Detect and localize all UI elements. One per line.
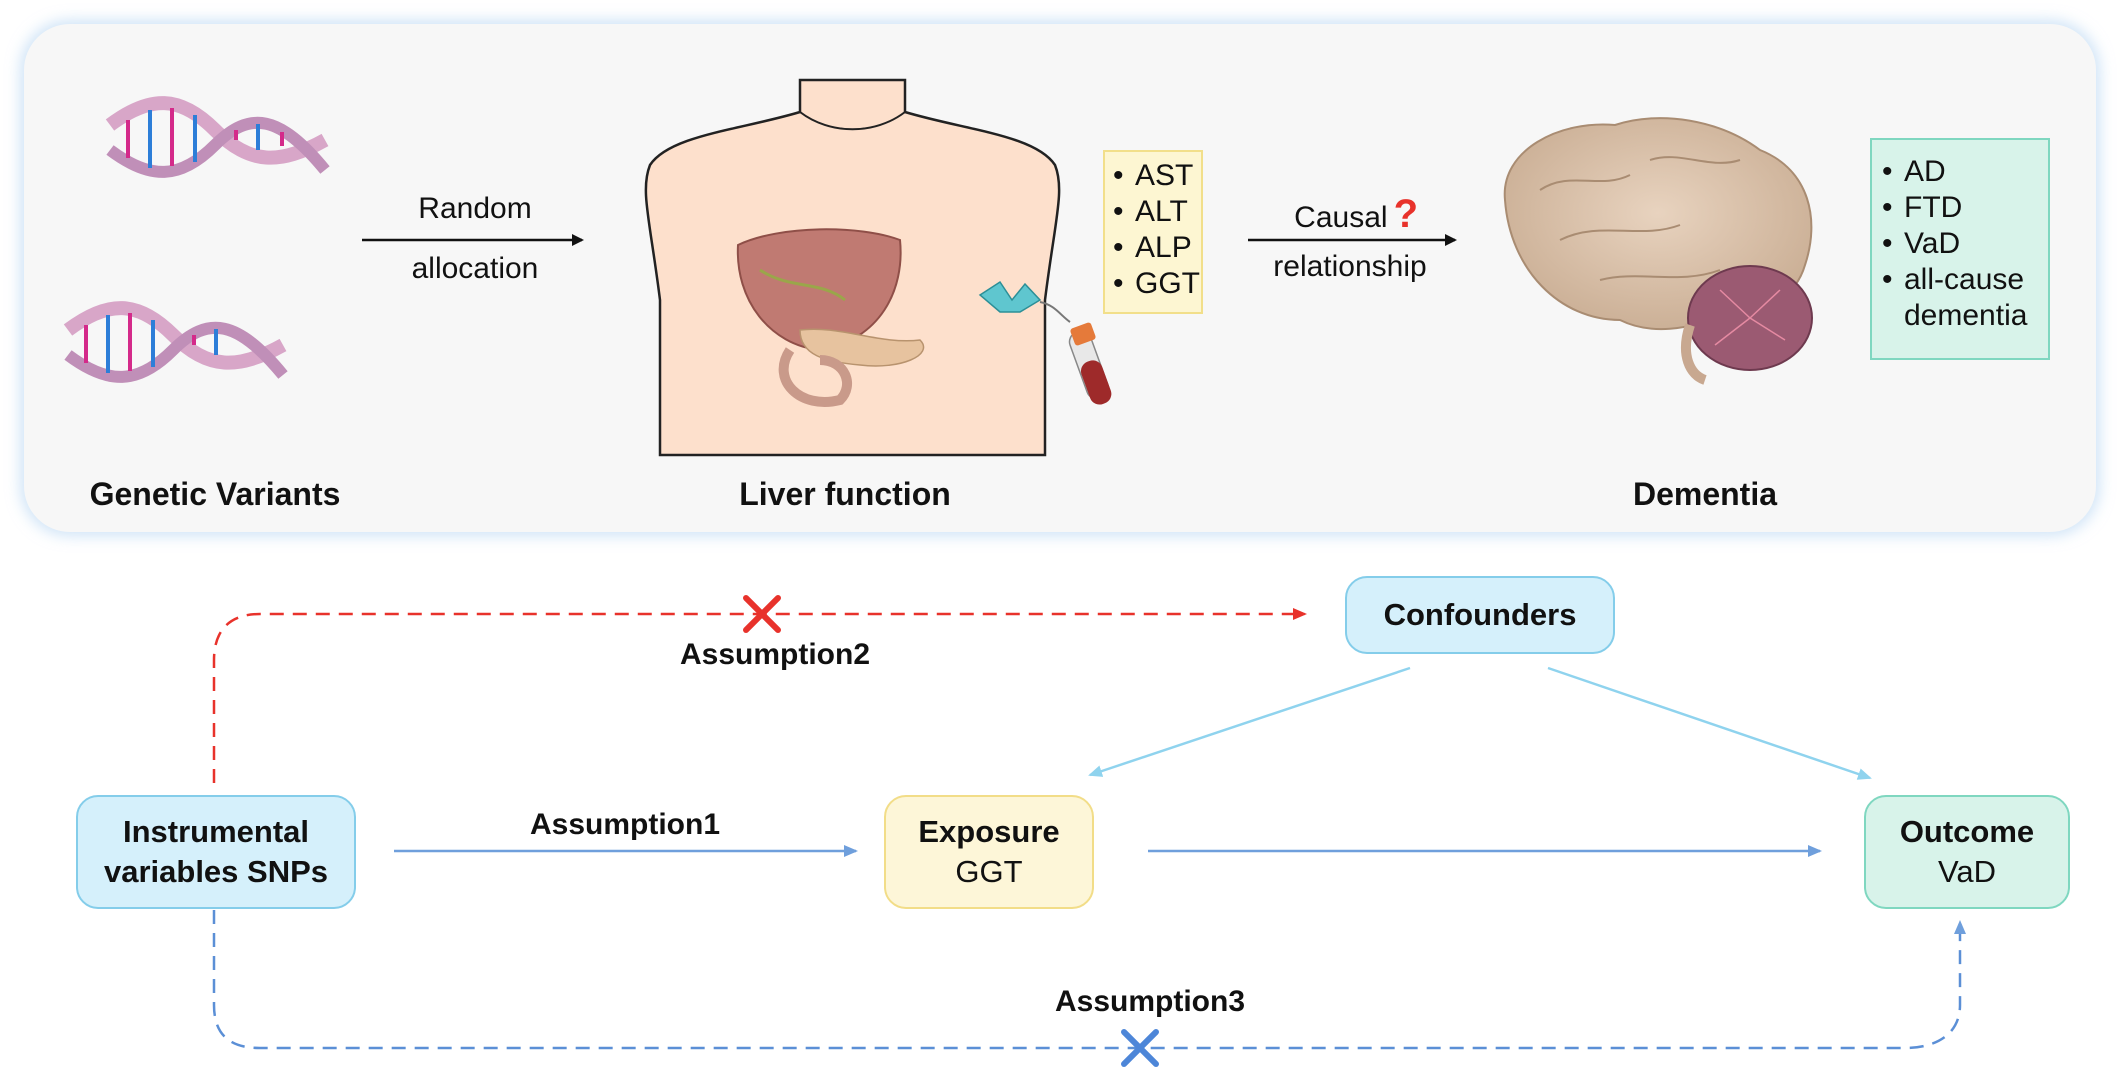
- assumption2-path: [212, 608, 1307, 783]
- dna-icon: [105, 96, 330, 178]
- assumption3-path: [212, 910, 1966, 1050]
- allocation-label: allocation: [411, 252, 539, 285]
- liver-marker-item: ALP: [1109, 230, 1201, 266]
- dementia-label: Dementia: [1632, 476, 1778, 512]
- outcome-box: Outcome VaD: [1864, 795, 2070, 909]
- causal-label: Causal?: [1294, 192, 1418, 236]
- assumption1-label: Assumption1: [529, 808, 721, 841]
- confounders-label: Confounders: [1383, 597, 1577, 632]
- dna-icon: [63, 301, 288, 383]
- confounder-outcome-arrow: [1547, 666, 1872, 780]
- instrument-line2: variables SNPs: [103, 854, 329, 889]
- instrument-box: Instrumental variables SNPs: [76, 795, 356, 909]
- liver-function-label: Liver function: [739, 476, 951, 512]
- dementia-types-box: ADFTDVaDall-cause dementia: [1870, 138, 2050, 360]
- outcome-value: VaD: [1937, 854, 1996, 889]
- assumption2-label: Assumption2: [679, 638, 871, 671]
- dementia-type-item: AD: [1878, 154, 2048, 190]
- dementia-type-item: FTD: [1878, 190, 2048, 226]
- assumption3-label: Assumption3: [1054, 985, 1246, 1018]
- exposure-value: GGT: [955, 854, 1023, 889]
- red-cross-icon: [743, 595, 781, 633]
- dementia-type-item: VaD: [1878, 226, 2048, 262]
- confounders-box: Confounders: [1345, 576, 1615, 654]
- torso-illustration: [644, 78, 1061, 457]
- exposure-box: Exposure GGT: [884, 795, 1094, 909]
- dementia-type-item: all-cause dementia: [1878, 262, 2048, 334]
- confounder-exposure-arrow: [1088, 666, 1411, 777]
- question-mark-icon: ?: [1393, 192, 1418, 236]
- liver-marker-item: GGT: [1109, 266, 1201, 302]
- liver-marker-item: ALT: [1109, 194, 1201, 230]
- relationship-label: relationship: [1273, 250, 1427, 283]
- outcome-title: Outcome: [1899, 814, 2035, 849]
- instrument-line1: Instrumental: [122, 814, 310, 849]
- blue-cross-icon: [1121, 1029, 1159, 1067]
- genetic-variants-label: Genetic Variants: [89, 476, 341, 512]
- brain-illustration: [1503, 117, 1813, 385]
- liver-markers-box: ASTALTALPGGT: [1103, 150, 1203, 314]
- blood-sample-icon: [978, 280, 1112, 405]
- exposure-title: Exposure: [918, 814, 1060, 849]
- random-label: Random: [418, 192, 532, 225]
- liver-marker-item: AST: [1109, 158, 1201, 194]
